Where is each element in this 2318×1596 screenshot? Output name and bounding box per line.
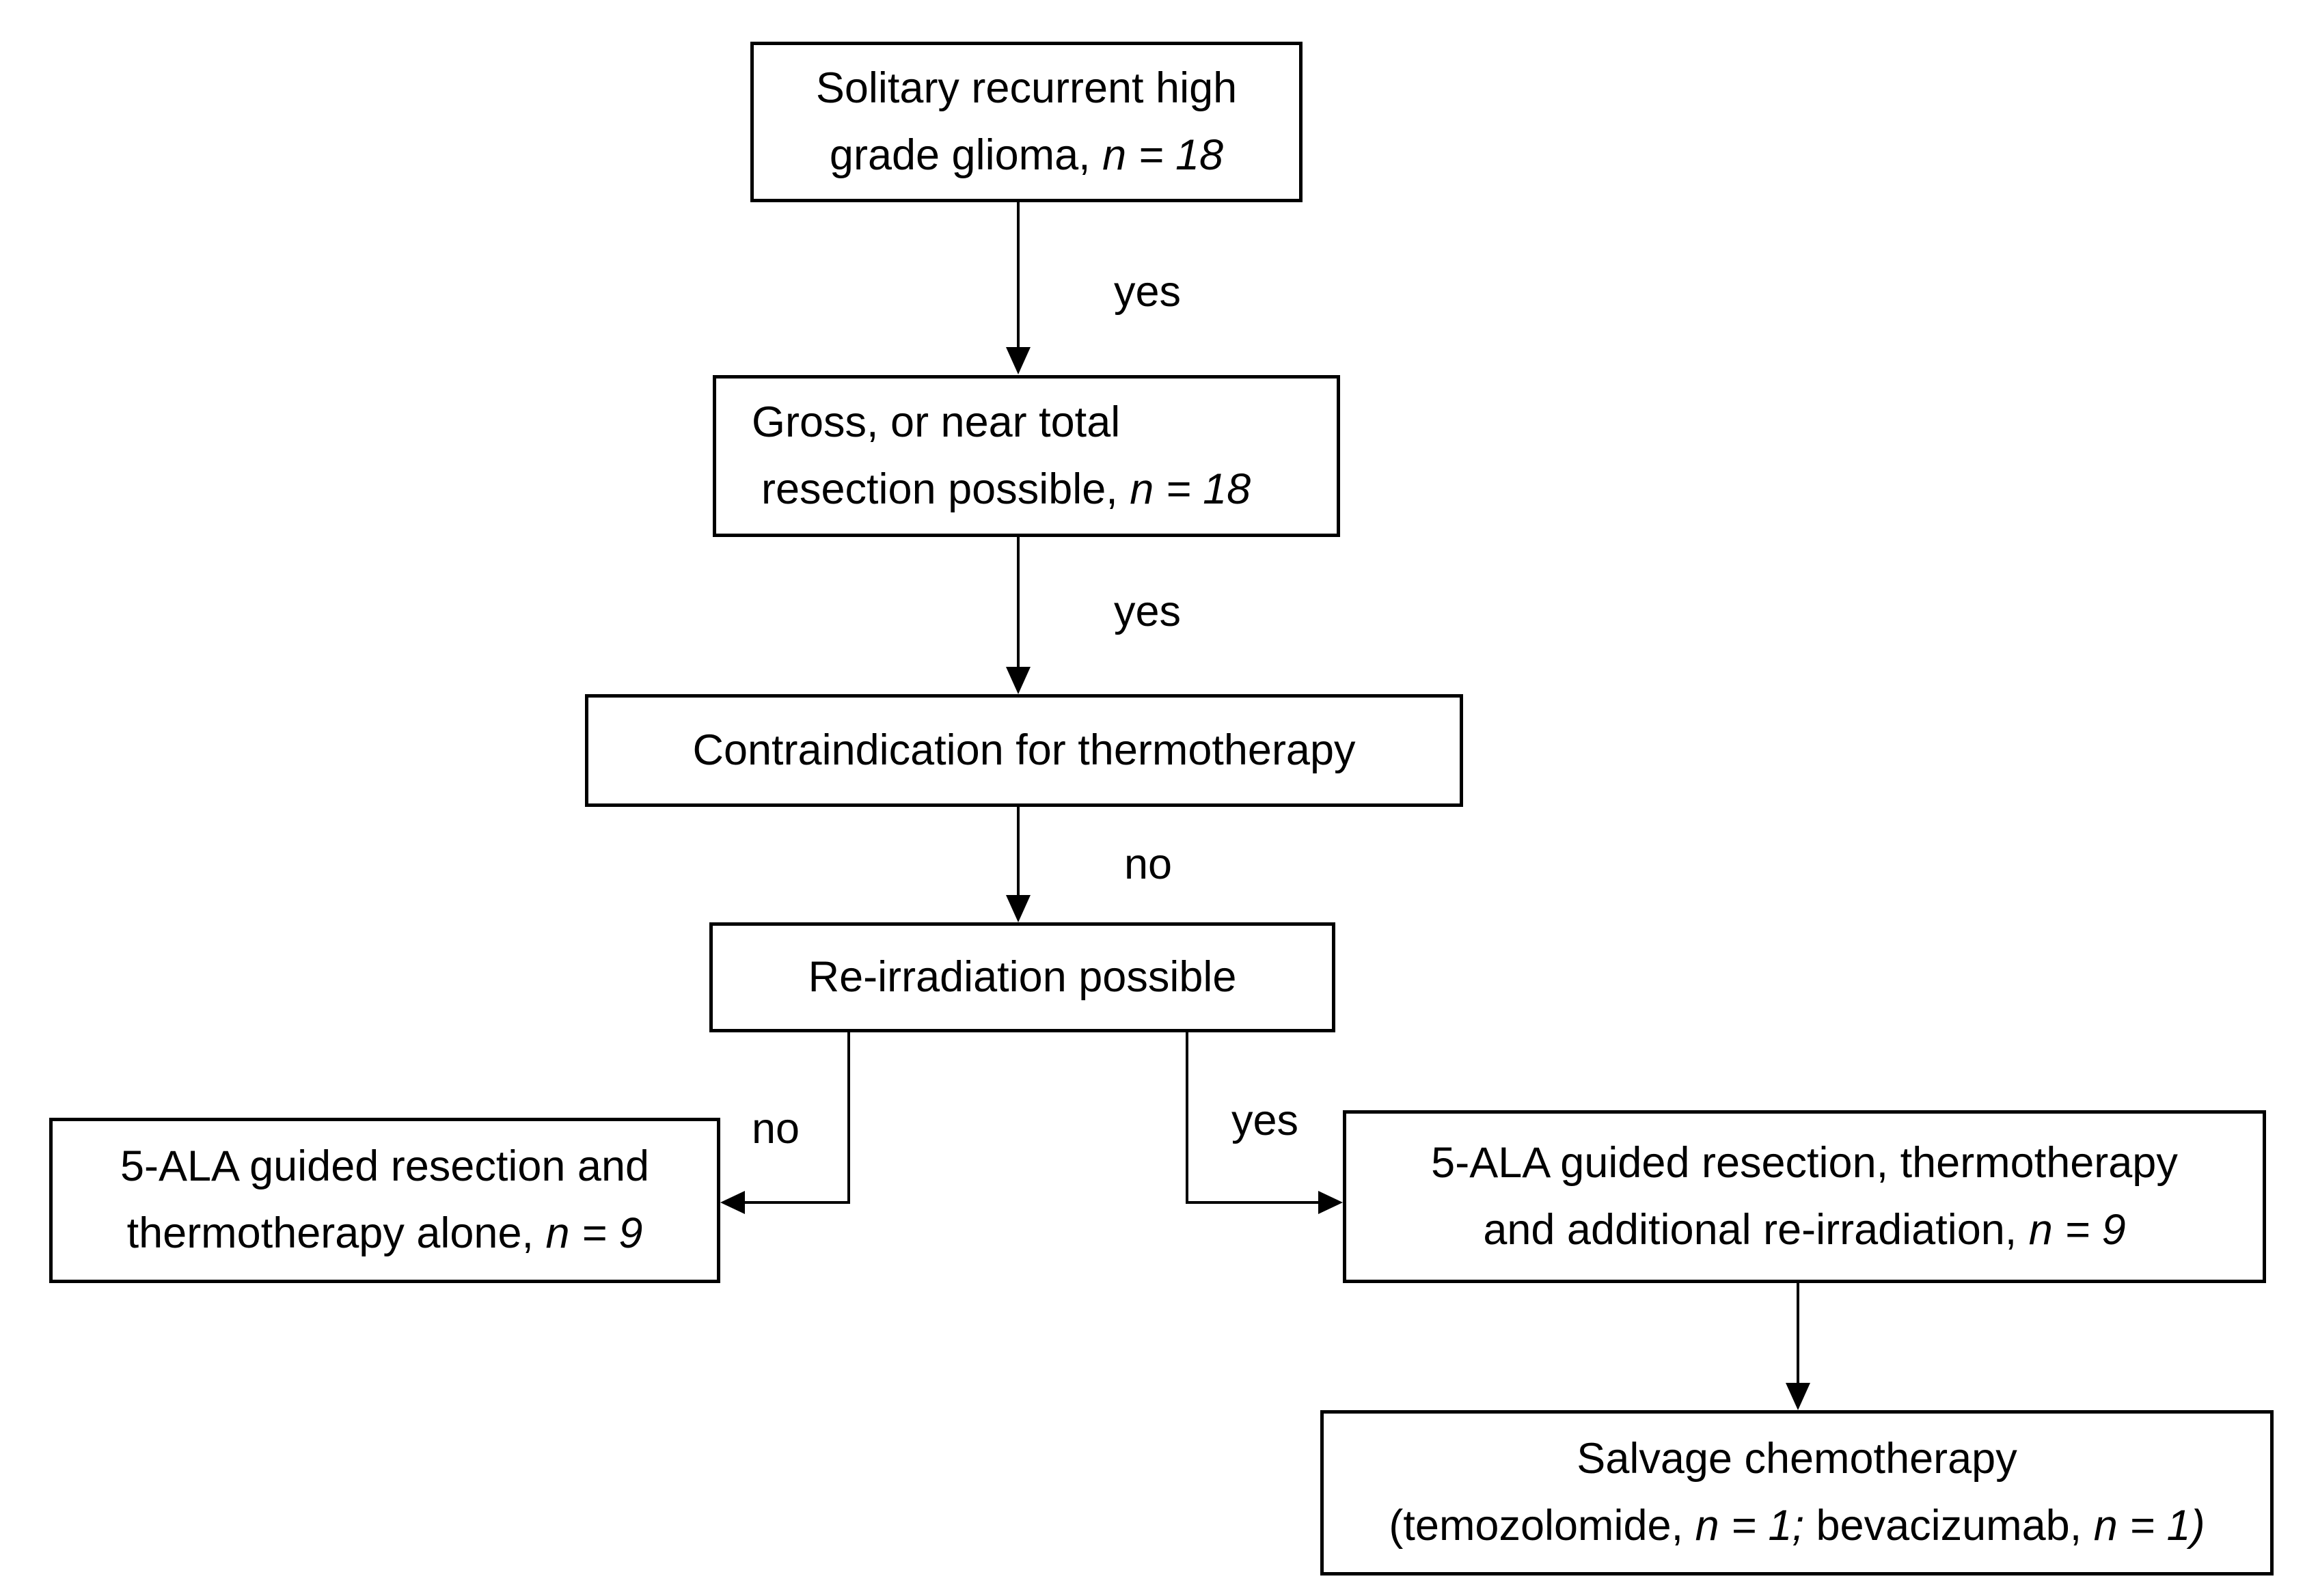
node-count-italic: n = 18	[1102, 130, 1224, 179]
arrowhead-right-icon	[1318, 1191, 1343, 1214]
node-text: Contraindication for thermotherapy	[692, 726, 1356, 774]
node-count-italic: n = 1)	[2093, 1502, 2205, 1550]
edge-label-yes-3: yes	[1231, 1097, 1299, 1144]
node-text-line: resection possible, n = 18	[761, 456, 1251, 523]
node-text-line: Contraindication for thermotherapy	[692, 717, 1355, 784]
node-text: and additional re-irradiation,	[1483, 1205, 2029, 1254]
connector-reirradiation-yes-horizontal	[1186, 1201, 1320, 1204]
node-count-italic: n = 9	[2028, 1205, 2126, 1254]
connector-glioma-to-resection	[1017, 202, 1020, 347]
node-solitary-recurrent-glioma: Solitary recurrent high grade glioma, n …	[750, 42, 1303, 202]
node-text-line: 5-ALA guided resection, thermotherapy	[1431, 1130, 2178, 1197]
connector-contraindication-to-reirradiation	[1017, 807, 1020, 895]
arrowhead-down-icon	[1006, 895, 1031, 922]
arrowhead-down-icon	[1006, 667, 1031, 694]
node-salvage-chemotherapy: Salvage chemotherapy (temozolomide, n = …	[1320, 1410, 2274, 1576]
node-gross-near-total-resection: Gross, or near total resection possible,…	[713, 375, 1340, 537]
node-text: Salvage chemotherapy	[1577, 1435, 2017, 1483]
node-text-line: and additional re-irradiation, n = 9	[1483, 1197, 2125, 1264]
arrowhead-left-icon	[720, 1191, 745, 1214]
connector-combined-to-salvage	[1797, 1283, 1799, 1384]
node-text: Solitary recurrent high	[815, 64, 1238, 112]
node-text-line: Salvage chemotherapy	[1577, 1426, 2017, 1493]
node-resection-thermotherapy-alone: 5-ALA guided resection and thermotherapy…	[49, 1118, 720, 1283]
connector-reirradiation-no-stub	[847, 1032, 850, 1204]
node-reirradiation-possible: Re-irradiation possible	[709, 922, 1335, 1032]
node-text: 5-ALA guided resection, thermotherapy	[1431, 1138, 2178, 1187]
node-count-italic: n = 1;	[1695, 1502, 1804, 1550]
node-text: Gross, or near total	[752, 398, 1121, 446]
node-text: grade glioma,	[829, 130, 1103, 179]
arrowhead-down-icon	[1006, 347, 1031, 374]
node-text: Re-irradiation possible	[808, 952, 1237, 1001]
edge-label-no-1: no	[1124, 840, 1173, 888]
edge-label-no-2: no	[752, 1105, 800, 1153]
node-text-line: Solitary recurrent high	[816, 55, 1237, 122]
node-resection-thermotherapy-reirradiation: 5-ALA guided resection, thermotherapy an…	[1343, 1110, 2266, 1283]
node-text: 5-ALA guided resection and	[120, 1142, 650, 1191]
connector-reirradiation-yes-stub	[1186, 1032, 1188, 1204]
edge-label-yes-2: yes	[1114, 588, 1182, 635]
node-text-line: Gross, or near total	[752, 389, 1120, 456]
node-text-line: grade glioma, n = 18	[830, 122, 1223, 189]
node-text: (temozolomide,	[1389, 1502, 1695, 1550]
node-text: resection possible,	[761, 465, 1130, 513]
connector-reirradiation-no-horizontal	[742, 1201, 850, 1204]
connector-resection-to-contraindication	[1017, 537, 1020, 667]
node-text: thermotherapy alone,	[126, 1209, 546, 1257]
node-text-line: Re-irradiation possible	[808, 944, 1237, 1011]
node-text: bevacizumab,	[1803, 1502, 2094, 1550]
node-text-line: 5-ALA guided resection and	[120, 1133, 649, 1200]
edge-label-yes-1: yes	[1114, 268, 1182, 316]
node-contraindication-thermotherapy: Contraindication for thermotherapy	[585, 694, 1463, 807]
arrowhead-down-icon	[1786, 1383, 1810, 1410]
node-text-line: thermotherapy alone, n = 9	[127, 1200, 643, 1267]
node-text-line: (temozolomide, n = 1; bevacizumab, n = 1…	[1389, 1493, 2205, 1560]
node-count-italic: n = 18	[1130, 465, 1251, 513]
node-count-italic: n = 9	[545, 1209, 643, 1257]
